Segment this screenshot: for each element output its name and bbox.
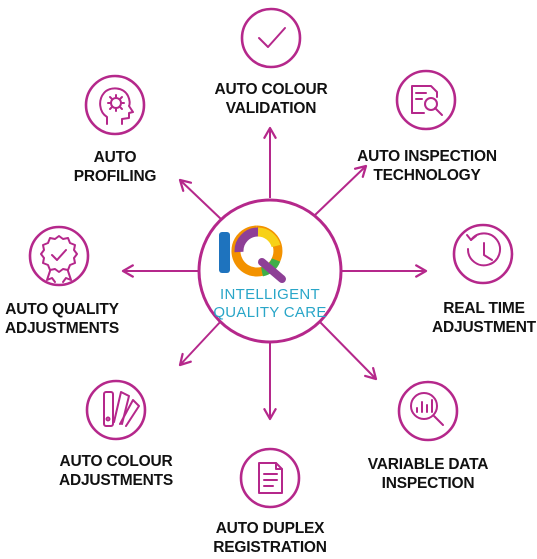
arrow-up-right (314, 164, 368, 216)
label-variable-data-inspection: VARIABLE DATA INSPECTION (367, 456, 489, 492)
icon-circle-auto-profiling (84, 74, 146, 136)
icon-circle-auto-inspection-technology (395, 69, 457, 131)
label-auto-colour-adjustments: AUTO COLOUR ADJUSTMENTS (58, 453, 174, 489)
label-auto-profiling: AUTO PROFILING (73, 149, 157, 185)
icon-circle-real-time-adjustment (452, 223, 514, 285)
icon-circle-variable-data-inspection (397, 380, 459, 442)
icon-circle-auto-duplex-registration (239, 447, 301, 509)
icon-circle-auto-colour-adjustments (85, 379, 147, 441)
label-auto-duplex-registration: AUTO DUPLEX REGISTRATION (213, 520, 327, 556)
label-auto-colour-validation: AUTO COLOUR VALIDATION (214, 81, 328, 117)
colour-swatch-icon (103, 391, 140, 427)
icon-circle-auto-colour-validation (240, 7, 302, 69)
iq-logo (219, 225, 286, 283)
label-real-time-adjustment: REAL TIME ADJUSTMENT (432, 300, 536, 336)
arrow-down-right (319, 321, 378, 381)
head-gear-icon (99, 87, 134, 125)
icon-circle-auto-quality-adjustments (28, 225, 90, 287)
document-icon (258, 462, 283, 494)
center-brand-text: INTELLIGENT QUALITY CARE (200, 286, 340, 322)
document-magnifier-icon (411, 85, 443, 116)
quality-badge-icon (40, 235, 78, 283)
label-auto-quality-adjustments: AUTO QUALITY ADJUSTMENTS (4, 301, 120, 337)
arrow-down-left (178, 319, 223, 367)
arrow-up-left (178, 178, 223, 221)
brand-line-quality-care: QUALITY CARE (213, 304, 327, 321)
connector-arrows (121, 126, 428, 421)
clock-icon (466, 232, 501, 267)
checkmark-icon (258, 27, 286, 48)
chart-magnifier-icon (410, 392, 444, 426)
label-auto-inspection-technology: AUTO INSPECTION TECHNOLOGY (357, 148, 497, 184)
brand-line-intelligent: INTELLIGENT (220, 286, 320, 303)
